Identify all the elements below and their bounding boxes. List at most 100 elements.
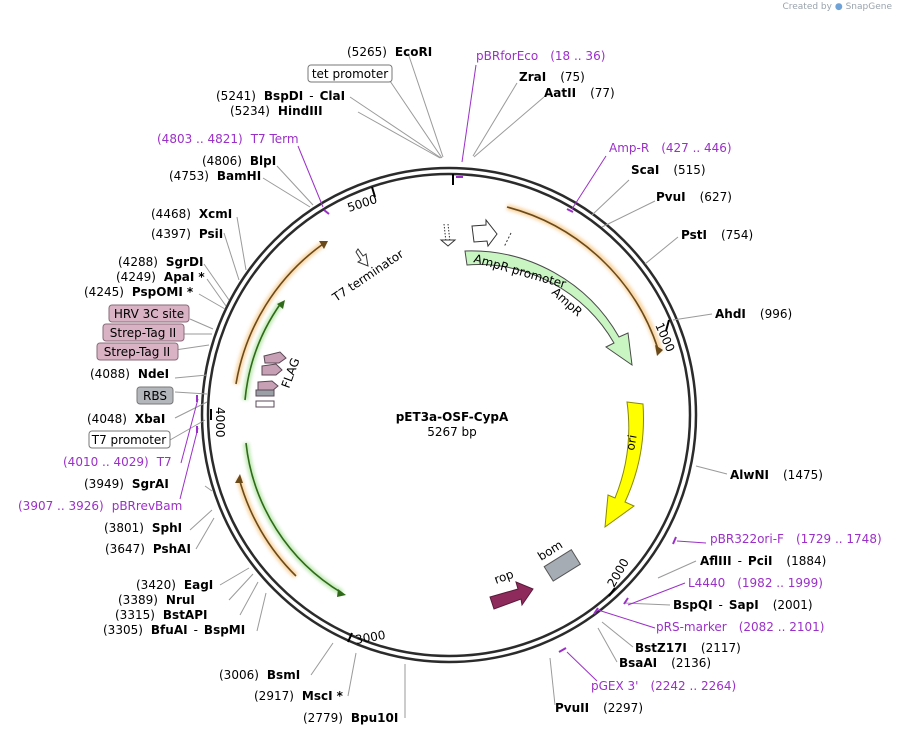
- svg-text:(2779)Bpu10I: (2779)Bpu10I: [303, 711, 398, 725]
- position-ticks: [210, 174, 670, 643]
- svg-text:ScaI(515): ScaI(515): [631, 163, 706, 177]
- sgrai-pos: (3949): [84, 477, 124, 491]
- orange-arc-left-upper: [233, 241, 328, 385]
- ori-label: ori: [623, 434, 639, 452]
- ndei-name: NdeI: [138, 367, 169, 381]
- bstz17i-name: BstZ17I: [635, 641, 687, 655]
- primer-labels: pBRforEco (18 .. 36) (4803 .. 4821) T7 Ter…: [18, 49, 882, 693]
- blpi-pos: (4806): [202, 154, 242, 168]
- svg-text:(4468)XcmI: (4468)XcmI: [151, 207, 232, 221]
- pgex3-range: (2242 .. 2264): [650, 679, 736, 693]
- scai-pos: (515): [673, 163, 705, 177]
- svg-text:AatII(77): AatII(77): [544, 86, 615, 100]
- svg-text:(4249)ApaI*: (4249)ApaI*: [116, 270, 205, 284]
- rbs-label: RBS: [143, 389, 167, 403]
- tet-promoter-mark: [443, 223, 451, 243]
- bpu10i-pos: (2779): [303, 711, 343, 725]
- ampr-promoter-label: AmpR promoter: [472, 251, 568, 291]
- rop-label: rop: [492, 567, 515, 587]
- enzyme-labels-right: ZraI(75) AatII(77) ScaI(515) PvuI(627) P…: [519, 70, 826, 715]
- svg-text:BstZ17I(2117): BstZ17I (2117): [635, 641, 741, 655]
- bstz17i-pos: (2117): [701, 641, 741, 655]
- svg-text:Amp-R(427 .. 446): Amp-R (427 .. 446): [609, 141, 732, 155]
- alwni-name: AlwNI: [730, 468, 769, 482]
- strep-tag-label-2: Strep-Tag II: [104, 345, 170, 359]
- svg-text:PvuI(627): PvuI (627): [656, 190, 732, 204]
- bstapi-pos: (3315): [115, 608, 155, 622]
- ampr-primer-range: (427 .. 446): [661, 141, 731, 155]
- svg-text:AflIII-PciI(1884): AflIII-PciI(1884): [700, 554, 826, 568]
- ori-arrow: [604, 401, 644, 529]
- bsaai-name: BsaAI: [619, 656, 657, 670]
- svg-text:(5241)BspDI-ClaI: (5241)BspDI-ClaI: [216, 89, 345, 103]
- svg-text:(4397)PsiI: (4397)PsiI: [151, 227, 223, 241]
- sgrdi-name: SgrDI: [166, 255, 204, 269]
- t7-promoter-label: T7 promoter: [91, 433, 167, 447]
- pvuii-name: PvuII: [555, 701, 589, 715]
- bstapi-name: BstAPI: [163, 608, 208, 622]
- pbrforeco-name: pBRforEco: [476, 49, 538, 63]
- prsmarker-range: (2082 .. 2101): [739, 620, 825, 634]
- pbr322ori-range: (1729 .. 1748): [796, 532, 882, 546]
- bspqi-pos: (2001): [773, 598, 813, 612]
- svg-text:(4245)PspOMI*: (4245)PspOMI*: [84, 285, 194, 299]
- zrai-pos: (75): [560, 70, 585, 84]
- pvui-name: PvuI: [656, 190, 686, 204]
- svg-text:(3907 .. 3926)pBRrevBam: (3907 .. 3926)pBRrevBam: [18, 499, 182, 513]
- orange-arc-right: [506, 204, 663, 356]
- svg-text:(3389)NruI: (3389)NruI: [118, 593, 195, 607]
- bamhi-name: BamHI: [217, 169, 261, 183]
- sgrai-name: SgrAI: [132, 477, 169, 491]
- svg-text:(4288)SgrDI: (4288)SgrDI: [118, 255, 203, 269]
- msci-pos: (2917): [254, 689, 294, 703]
- svg-text:(4088)NdeI: (4088) NdeI: [90, 367, 169, 381]
- svg-text:PvuII(2297): PvuII (2297): [555, 701, 643, 715]
- enzyme-labels-left: (5265)EcoRI (5241)BspDI-ClaI (5234)HindI…: [84, 45, 432, 725]
- afliii-pos: (1884): [786, 554, 826, 568]
- pvuii-pos: (2297): [603, 701, 643, 715]
- svg-text:(4010 .. 4029)T7: (4010 .. 4029)T7: [63, 455, 172, 469]
- sapi-name: SapI: [729, 598, 759, 612]
- bfuai-pos: (3305): [103, 623, 143, 637]
- enzyme-leader-lines: [169, 52, 728, 718]
- ndei-pos: (4088): [90, 367, 130, 381]
- svg-text:(5265)EcoRI: (5265)EcoRI: [347, 45, 432, 59]
- t7term-range: (4803 .. 4821): [157, 132, 243, 146]
- alwni-pos: (1475): [783, 468, 823, 482]
- apai-pos: (4249): [116, 270, 156, 284]
- t7-name: T7: [156, 455, 172, 469]
- bspmi-name: BspMI: [204, 623, 245, 637]
- tick-label-4000: 4000: [213, 407, 227, 438]
- svg-text:(4048)XbaI: (4048)XbaI: [87, 412, 165, 426]
- ecori-name: EcoRI: [395, 45, 432, 59]
- pbrrevbam-range: (3907 .. 3926): [18, 499, 104, 513]
- credit-prefix: Created by: [782, 2, 832, 12]
- svg-text:PstI(754): PstI(754): [681, 228, 753, 242]
- sphi-pos: (3801): [104, 521, 144, 535]
- l4440-name: L4440: [688, 576, 725, 590]
- svg-text:(4803 .. 4821)T7 Term: (4803 .. 4821) T7 Term: [157, 132, 299, 146]
- svg-text:(3006)BsmI: (3006)BsmI: [219, 668, 300, 682]
- pcii-name: PciI: [748, 554, 773, 568]
- bom-box: [543, 549, 582, 582]
- bsmi-pos: (3006): [219, 668, 259, 682]
- ahdi-pos: (996): [760, 307, 792, 321]
- eagi-pos: (3420): [136, 578, 176, 592]
- ahdi-name: AhdI: [715, 307, 746, 321]
- pbrforeco-range: (18 .. 36): [550, 49, 605, 63]
- pvui-pos: (627): [700, 190, 732, 204]
- blpi-name: BlpI: [250, 154, 276, 168]
- svg-text:(3305)BfuAI-BspMI: (3305)BfuAI-BspMI: [103, 623, 245, 637]
- pgex3-name: pGEX 3': [591, 679, 638, 693]
- t7term-name: T7 Term: [250, 132, 299, 146]
- green-arc-left-lower: [243, 442, 346, 597]
- ampr-primer-name: Amp-R: [609, 141, 649, 155]
- tag-arrows: [255, 351, 287, 408]
- sphi-name: SphI: [152, 521, 182, 535]
- svg-text:(3315)BstAPI: (3315) BstAPI: [115, 608, 207, 622]
- aatii-pos: (77): [590, 86, 615, 100]
- hindiii-name: HindIII: [278, 104, 323, 118]
- eagi-name: EagI: [184, 578, 213, 592]
- xbai-name: XbaI: [135, 412, 165, 426]
